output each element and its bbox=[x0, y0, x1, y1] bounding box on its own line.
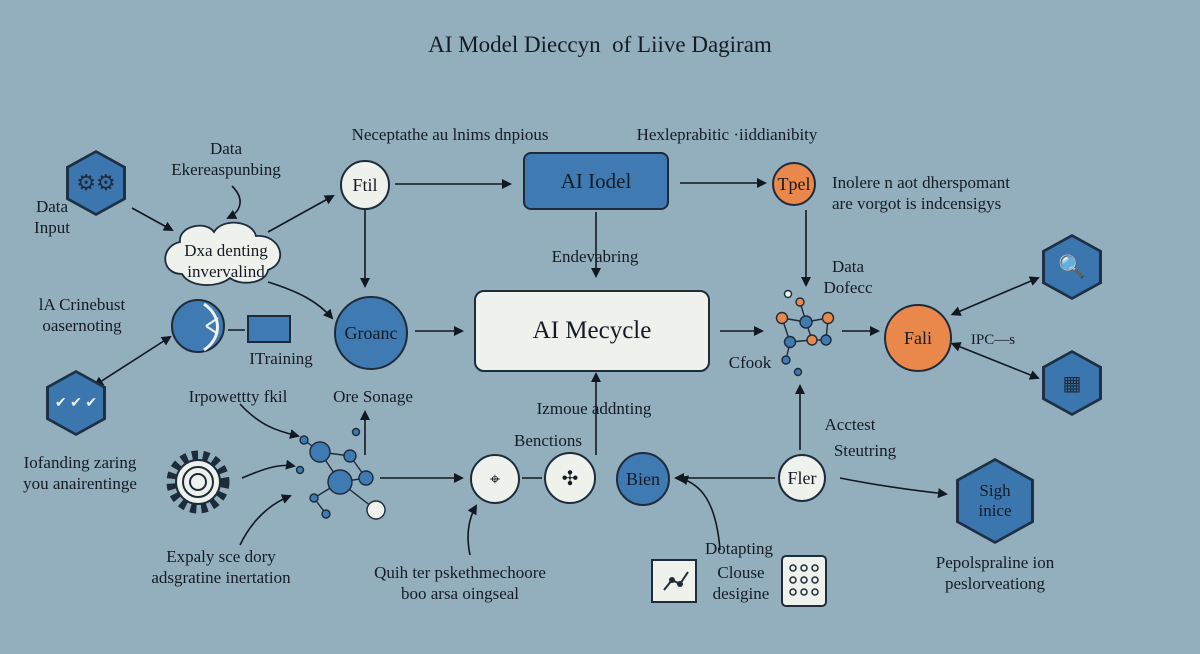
gears-icon: ⚙⚙ bbox=[76, 170, 116, 195]
curve-dotapting-to-bien bbox=[678, 475, 721, 551]
ai-lifecycle-node: AI Mecycle bbox=[474, 290, 710, 372]
neceptathe-label: Neceptathe au lnims dnpious bbox=[351, 125, 549, 144]
arrow-hex-to-ring bbox=[93, 335, 172, 387]
device-icon: ▦ bbox=[1062, 372, 1082, 395]
curve-to-network-left bbox=[239, 403, 300, 439]
expaly-label: Expaly sce dory adsgratine inertation bbox=[151, 547, 291, 587]
network-cluster-left bbox=[295, 427, 386, 520]
location-pin-icon: ⌖ bbox=[489, 468, 501, 489]
network-cluster-right bbox=[775, 289, 835, 377]
pin-node: ⌖ bbox=[470, 454, 520, 504]
search-bag-icon: 🔍 bbox=[1058, 254, 1086, 279]
ipc-label: IPC—s bbox=[970, 332, 1016, 348]
ftil-label: Ftil bbox=[352, 174, 378, 195]
arrow-input-to-cloud bbox=[131, 207, 174, 231]
data-input-hex: ⚙⚙ bbox=[66, 150, 126, 216]
cfook-label: Cfook bbox=[728, 353, 772, 372]
arrow-cloud-to-ftil bbox=[267, 195, 335, 233]
fler-node: Fler bbox=[778, 454, 826, 502]
acctest-label: Acctest bbox=[824, 415, 876, 434]
training-label: ITraining bbox=[249, 349, 313, 368]
document-chart-icon bbox=[651, 559, 697, 603]
benctions-label: Benctions bbox=[514, 431, 582, 450]
data-stream-label: Data Ekereaspunbing bbox=[171, 139, 281, 179]
keypad-icon bbox=[781, 555, 827, 607]
mid-right-hex: ▦ bbox=[1042, 350, 1102, 416]
ai-model-node: AI Iodel bbox=[523, 152, 669, 210]
check-nodes-icon: ✔ ✔ ✔ bbox=[54, 395, 98, 411]
groanc-label: Groanc bbox=[344, 322, 398, 343]
fali-label: Fali bbox=[903, 327, 932, 348]
fler-label: Fler bbox=[787, 467, 817, 488]
curve-stream-to-cloud bbox=[226, 185, 241, 219]
bien-label: Bien bbox=[626, 468, 660, 489]
ftil-node: Ftil bbox=[340, 160, 390, 210]
tpel-label: Tpel bbox=[777, 173, 811, 194]
clouse-label: Clouse desigine bbox=[712, 563, 770, 603]
ore-sonage-label: Ore Sonage bbox=[333, 387, 413, 406]
fali-node: Fali bbox=[884, 304, 952, 372]
ia-crinebust-label: lA Crinebust oasernoting bbox=[38, 295, 126, 335]
tpel-node: Tpel bbox=[772, 162, 816, 206]
dotapting-label: Dotapting bbox=[705, 539, 773, 558]
training-board-icon bbox=[247, 315, 291, 343]
top-right-hex: 🔍 bbox=[1042, 234, 1102, 300]
hexleprabitic-label: Hexleprabitic ·iiddianibity bbox=[636, 125, 818, 144]
steutring-label: Steutring bbox=[833, 441, 897, 460]
irpowetty-label: Irpowettty fkil bbox=[188, 387, 288, 406]
pepolspraline-label: Pepolspraline ion peslorveationg bbox=[935, 553, 1055, 593]
ai-model-label: AI Iodel bbox=[560, 168, 632, 193]
curve-gear-to-network bbox=[241, 459, 296, 479]
left-hex: ✔ ✔ ✔ bbox=[46, 370, 106, 436]
endevabring-label: Endevabring bbox=[551, 247, 639, 266]
ai-lifecycle-label: AI Mecycle bbox=[532, 317, 652, 344]
curve-expaly-to-network bbox=[239, 494, 292, 546]
iofanding-label: Iofanding zaring you anairentinge bbox=[23, 453, 137, 493]
curve-cloud-to-groanc bbox=[267, 281, 334, 320]
curve-quih-to-pin bbox=[467, 504, 477, 556]
bien-node: Bien bbox=[616, 452, 670, 506]
arrow-fali-to-hex-tr bbox=[950, 276, 1040, 316]
arrow-fali-to-hex-mr bbox=[950, 342, 1040, 380]
indolere-label: Inolere n aot dherspomant are vorgot is … bbox=[832, 173, 1010, 213]
training-ring-icon bbox=[171, 299, 225, 353]
arrow-fler-to-sigh bbox=[839, 477, 948, 499]
data-dofece-label: Data Dofecc bbox=[823, 257, 873, 297]
izmoue-label: Izmoue addnting bbox=[536, 399, 652, 418]
diagram-title: AI Model Dieccyn of Liive Dagiram bbox=[428, 32, 772, 57]
gear-icon bbox=[166, 450, 230, 514]
sigh-label: Sigh inice bbox=[978, 481, 1012, 520]
cloud-shape bbox=[164, 221, 281, 286]
cloud-label: Dxa denting invervalind bbox=[184, 241, 268, 281]
quih-label: Quih ter pskethmechoore boo arsa oingsea… bbox=[374, 563, 546, 603]
groanc-node: Groanc bbox=[334, 296, 408, 370]
molecule-icon: ✣ bbox=[561, 467, 579, 490]
molecule-node: ✣ bbox=[544, 452, 596, 504]
data-input-label: Data Input bbox=[34, 197, 70, 237]
